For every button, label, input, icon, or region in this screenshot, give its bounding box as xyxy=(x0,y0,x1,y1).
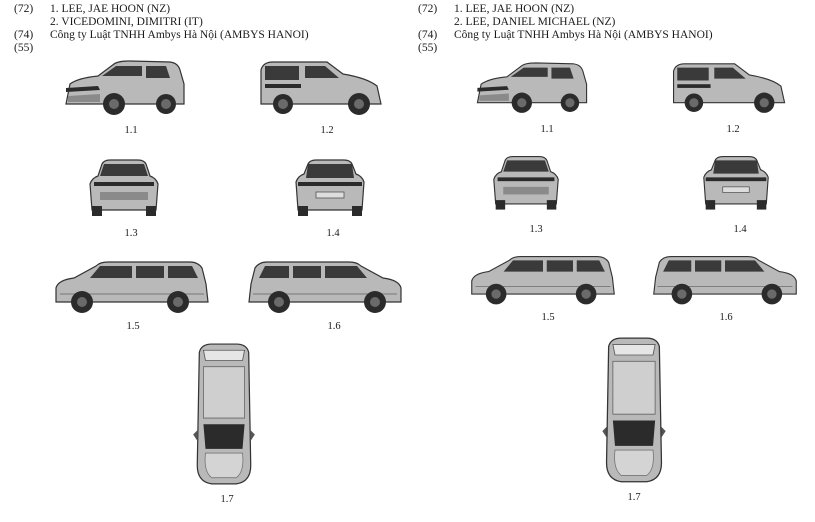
inventor-1: 1. LEE, JAE HOON (NZ) xyxy=(454,3,575,15)
caption-1-5: 1.5 xyxy=(541,312,555,323)
caption-1-3: 1.3 xyxy=(529,224,543,235)
agent-name: Công ty Luật TNHH Ambys Hà Nội (AMBYS HA… xyxy=(50,29,309,41)
views-row: (55) xyxy=(418,42,808,55)
inventors-row-1: (72) 1. LEE, JAE HOON (NZ) xyxy=(418,3,808,16)
view-rear-three-quarter xyxy=(255,56,389,118)
inventor-2: 2. LEE, DANIEL MICHAEL (NZ) xyxy=(454,16,616,28)
view-side-right xyxy=(650,252,800,308)
caption-1-1: 1.1 xyxy=(124,125,138,136)
inventors-row-2: 2. LEE, DANIEL MICHAEL (NZ) xyxy=(418,16,808,29)
view-front xyxy=(86,158,162,220)
caption-1-5: 1.5 xyxy=(126,321,140,332)
caption-1-1: 1.1 xyxy=(540,124,554,135)
agent-code: (74) xyxy=(418,29,438,41)
agent-row: (74) Công ty Luật TNHH Ambys Hà Nội (AMB… xyxy=(418,29,808,42)
caption-1-6: 1.6 xyxy=(719,312,733,323)
view-rear-three-quarter xyxy=(668,58,792,116)
view-side-right xyxy=(245,258,405,316)
view-rear xyxy=(700,154,772,214)
caption-1-3: 1.3 xyxy=(124,228,138,239)
view-front-three-quarter xyxy=(58,56,192,118)
view-rear xyxy=(292,158,368,220)
inventor-1: 1. LEE, JAE HOON (NZ) xyxy=(50,3,171,15)
caption-1-2: 1.2 xyxy=(320,125,334,136)
caption-1-4: 1.4 xyxy=(326,228,340,239)
agent-code: (74) xyxy=(14,29,34,41)
caption-1-4: 1.4 xyxy=(733,224,747,235)
views-row: (55) xyxy=(14,42,394,55)
agent-name: Công ty Luật TNHH Ambys Hà Nội (AMBYS HA… xyxy=(454,29,713,41)
view-front xyxy=(490,154,562,214)
agent-row: (74) Công ty Luật TNHH Ambys Hà Nội (AMB… xyxy=(14,29,394,42)
views-code: (55) xyxy=(14,42,34,54)
view-front-three-quarter xyxy=(470,58,594,116)
inventor-2: 2. VICEDOMINI, DIMITRI (IT) xyxy=(50,16,203,28)
caption-1-7: 1.7 xyxy=(220,494,234,505)
inventors-code: (72) xyxy=(14,3,34,15)
caption-1-2: 1.2 xyxy=(726,124,740,135)
caption-1-6: 1.6 xyxy=(327,321,341,332)
inventors-row-2: 2. VICEDOMINI, DIMITRI (IT) xyxy=(14,16,394,29)
design-record-right: (72) 1. LEE, JAE HOON (NZ) 2. LEE, DANIE… xyxy=(410,0,810,522)
inventors-row-1: (72) 1. LEE, JAE HOON (NZ) xyxy=(14,3,394,16)
design-record-left: (72) 1. LEE, JAE HOON (NZ) 2. VICEDOMINI… xyxy=(0,0,402,522)
view-side-left xyxy=(468,252,618,308)
caption-1-7: 1.7 xyxy=(627,492,641,503)
inventors-code: (72) xyxy=(418,3,438,15)
view-side-left xyxy=(52,258,212,316)
view-top xyxy=(600,336,668,486)
view-top xyxy=(191,342,257,488)
views-code: (55) xyxy=(418,42,438,54)
